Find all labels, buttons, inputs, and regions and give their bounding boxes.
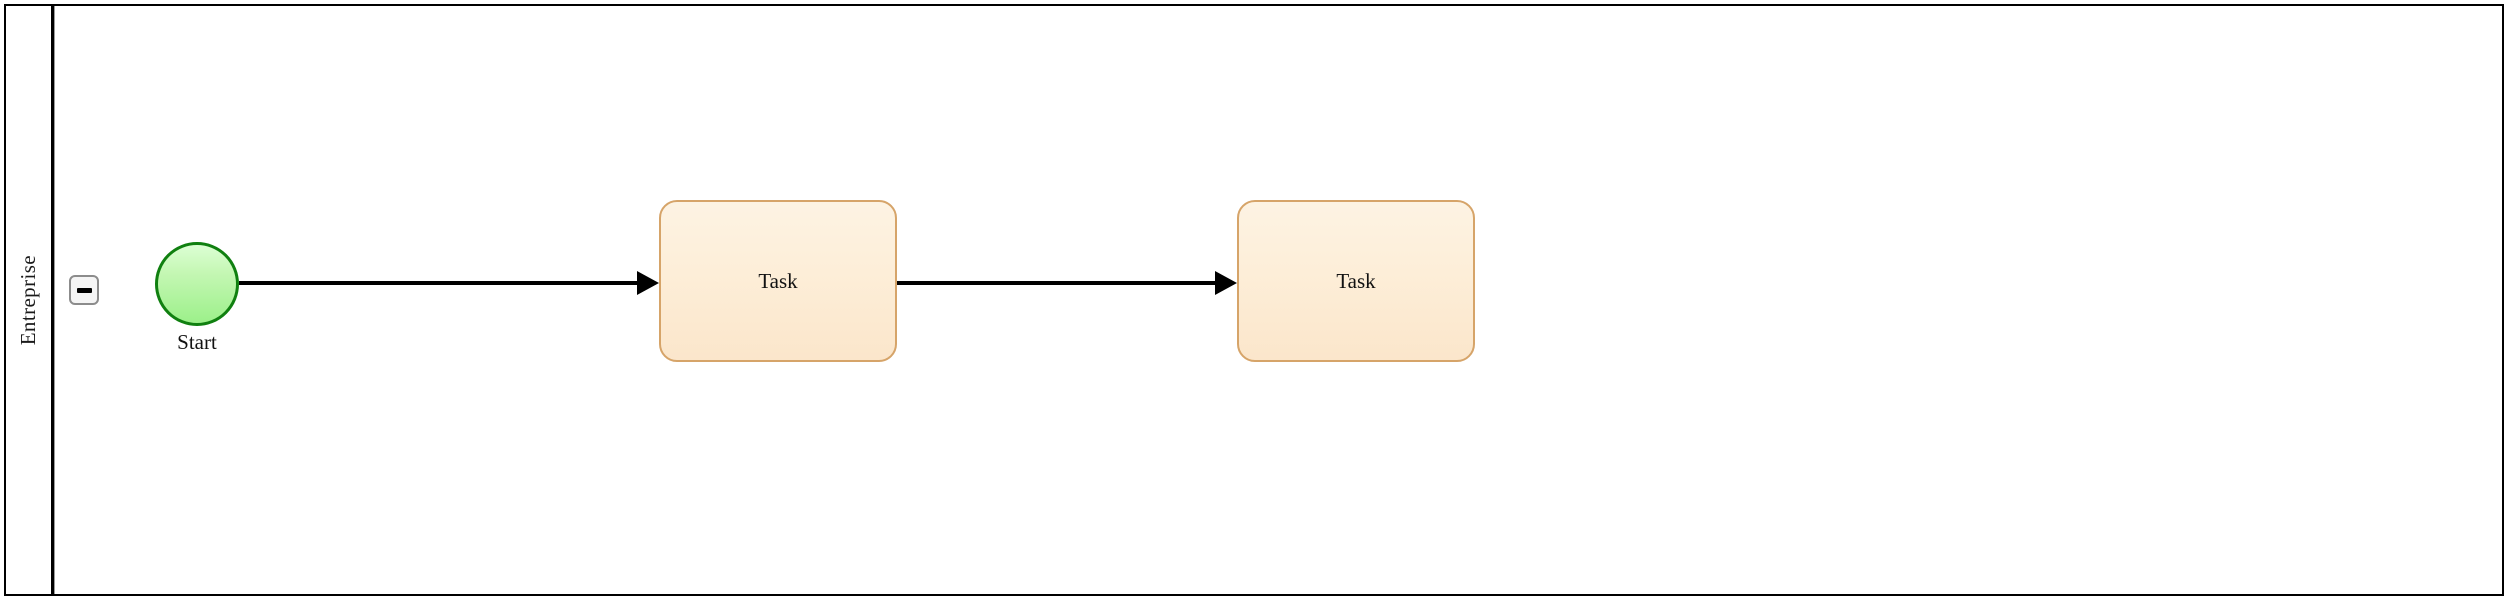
lane-header-label: Entreprise xyxy=(16,254,40,346)
task-node-1[interactable]: Task xyxy=(659,200,897,362)
shape-layer: Start Task Task xyxy=(55,200,2502,406)
task-node-2-label: Task xyxy=(1336,268,1376,293)
lane-header[interactable]: Entreprise xyxy=(6,6,54,594)
sequence-flow-2-arrowhead-icon xyxy=(1215,271,1237,295)
start-event-label: Start xyxy=(177,330,217,354)
lane-body: Start Task Task xyxy=(54,6,2502,594)
minus-icon xyxy=(76,287,92,293)
sequence-flow-2-line[interactable] xyxy=(897,281,1221,285)
task-node-2[interactable]: Task xyxy=(1237,200,1475,362)
sequence-flow-1-line[interactable] xyxy=(239,281,643,285)
task-node-1-label: Task xyxy=(758,268,798,293)
lane-collapse-toggle[interactable] xyxy=(69,275,99,305)
start-event-node[interactable] xyxy=(155,242,239,326)
sequence-flow-1-arrowhead-icon xyxy=(637,271,659,295)
pool-entreprise[interactable]: Entreprise Start Task xyxy=(4,4,2504,596)
